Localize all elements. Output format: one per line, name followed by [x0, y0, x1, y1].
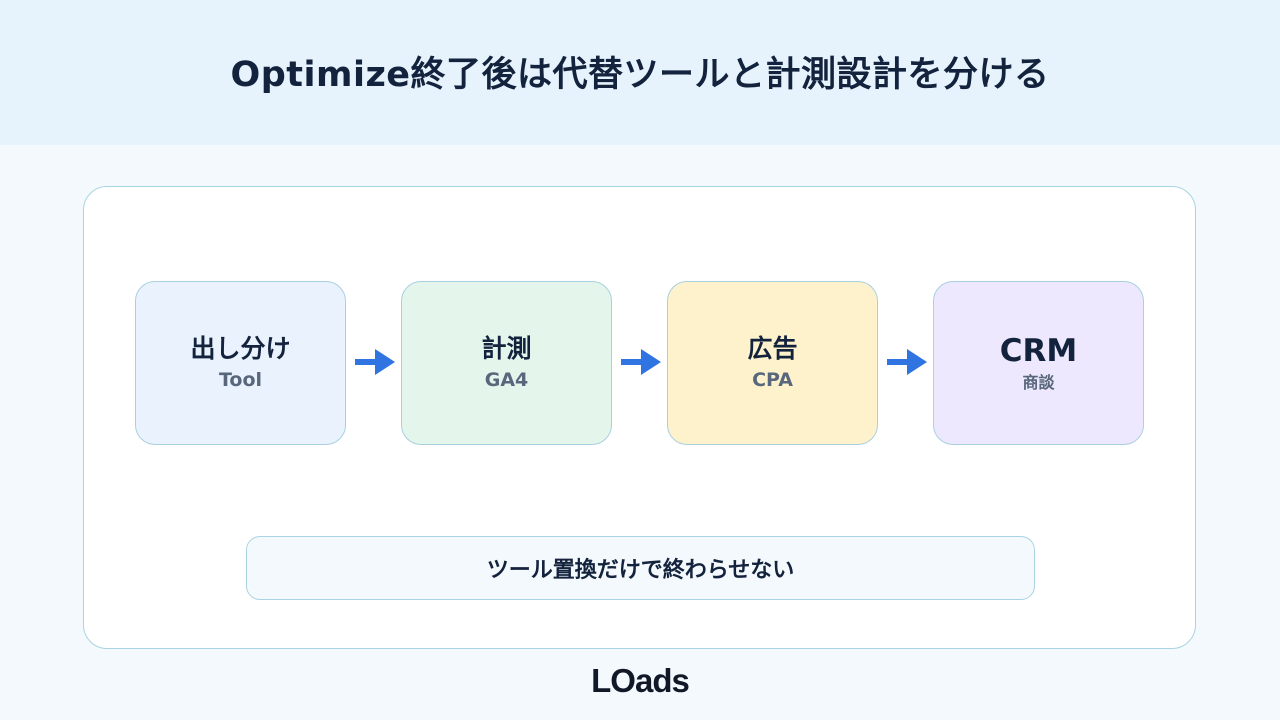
step-label: CRM [999, 333, 1078, 370]
callout-text: ツール置換だけで終わらせない [486, 558, 795, 583]
arrow-right-icon [887, 349, 927, 375]
process-flow: 出し分け Tool 計測 GA4 広告 CPA CRM 商談 [135, 281, 1145, 445]
step-sublabel: 商談 [1022, 373, 1055, 393]
step-box-advertising: 広告 CPA [667, 281, 878, 445]
arrow-right-icon [355, 349, 395, 375]
step-box-distribution: 出し分け Tool [135, 281, 346, 445]
step-label: 広告 [747, 333, 798, 363]
brand-logo: LOads [591, 662, 690, 699]
step-sublabel: GA4 [484, 369, 529, 392]
page-title: Optimize終了後は代替ツールと計測設計を分ける [230, 55, 1050, 95]
step-label: 出し分け [190, 333, 291, 363]
arrow-right-icon [621, 349, 661, 375]
step-sublabel: CPA [752, 369, 793, 392]
step-label: 計測 [481, 333, 532, 363]
step-sublabel: Tool [218, 369, 263, 392]
step-box-crm: CRM 商談 [933, 281, 1144, 445]
header-banner: Optimize終了後は代替ツールと計測設計を分ける [0, 0, 1280, 145]
callout-note: ツール置換だけで終わらせない [246, 536, 1035, 600]
step-box-measurement: 計測 GA4 [401, 281, 612, 445]
